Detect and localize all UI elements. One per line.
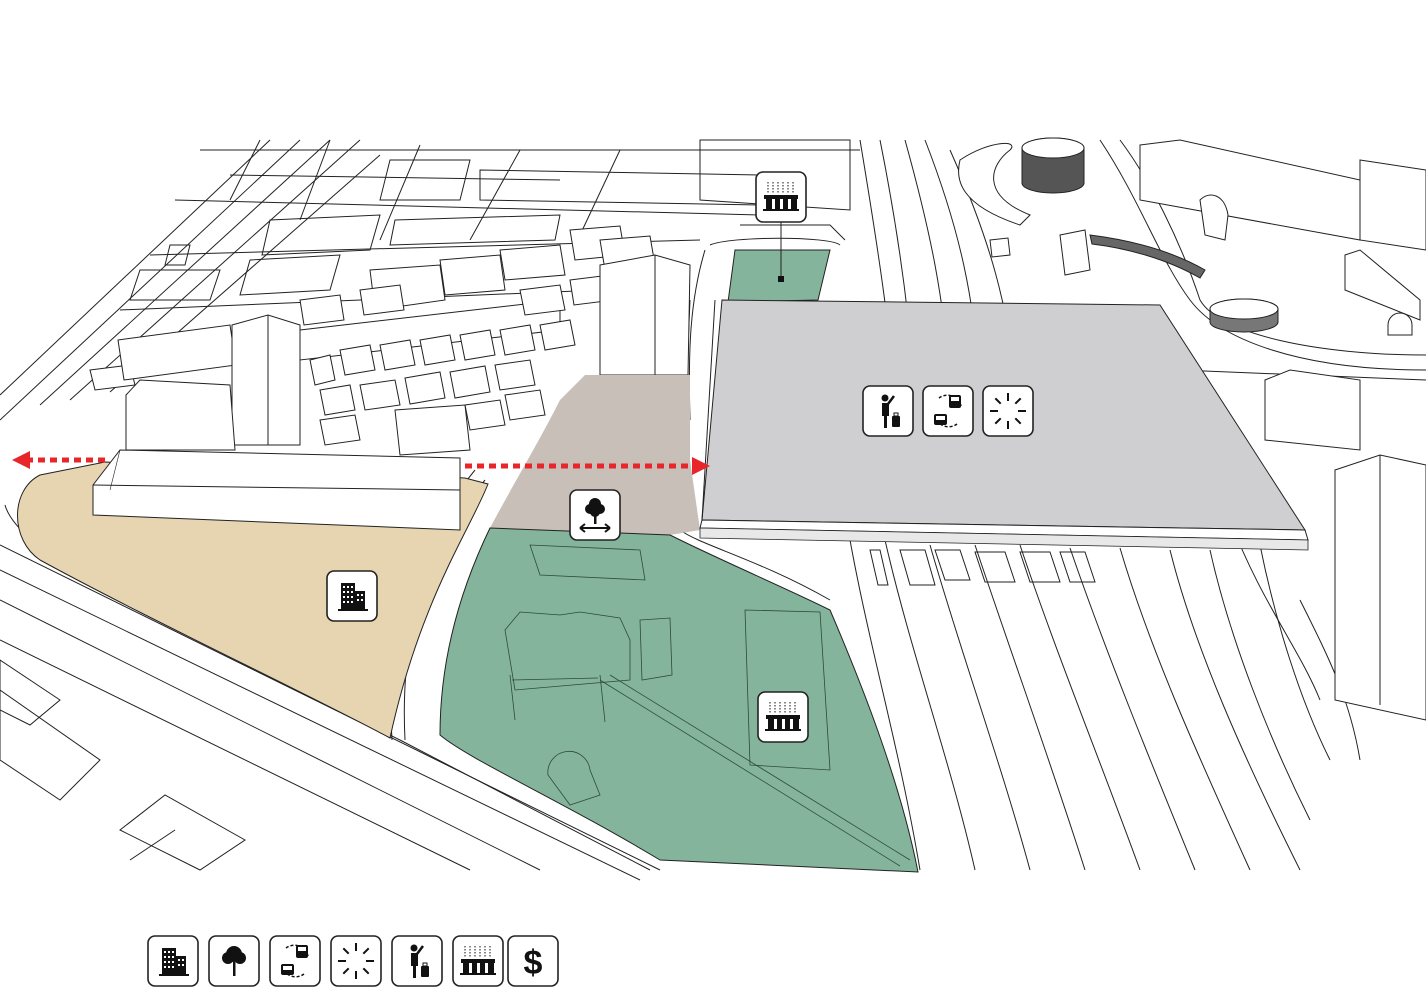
landmarks — [958, 137, 1421, 336]
connection-arrow — [12, 451, 710, 475]
legend-transit-transfer-icon — [269, 935, 321, 987]
tall-buildings — [125, 139, 1426, 721]
legend: $ — [147, 935, 559, 987]
dollar-symbol: $ — [524, 944, 543, 982]
neighborhood-buildings — [89, 225, 656, 456]
badge-roof-burst — [982, 385, 1034, 437]
legend-tree-icon — [208, 935, 260, 987]
legend-market-icon — [452, 935, 504, 987]
legend-building-icon — [147, 935, 199, 987]
zone-development — [17, 461, 489, 739]
legend-traveler-icon — [391, 935, 443, 987]
badge-plaza-market — [755, 171, 807, 223]
plaza-pin — [778, 222, 784, 282]
park-linework — [504, 544, 911, 867]
long-building — [92, 449, 461, 531]
zone-green-park — [439, 527, 919, 873]
zone-open-space — [490, 375, 700, 535]
legend-light-burst-icon — [330, 935, 382, 987]
badge-roof-transit — [922, 385, 974, 437]
badge-open-space-tree — [569, 489, 621, 541]
badge-roof-traveler — [862, 385, 914, 437]
badge-development-building — [326, 570, 378, 622]
legend-dollar-icon: $ — [507, 935, 559, 987]
badge-park-market — [757, 691, 809, 743]
